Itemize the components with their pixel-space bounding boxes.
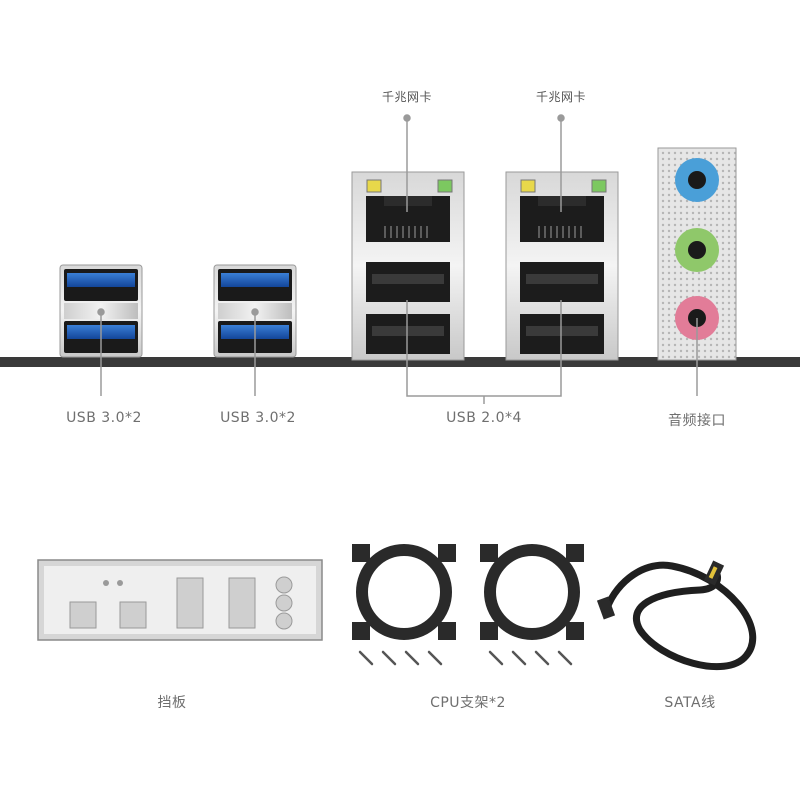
lan-left-label: 千兆网卡 [381, 90, 433, 104]
usb2-port-icon [366, 262, 450, 354]
cpu-bracket-icon [480, 544, 584, 640]
io-shield-label: 挡板 [157, 695, 187, 711]
usb30-a-label: USB 3.0*2 [66, 410, 142, 426]
lan-right-label: 千兆网卡 [535, 90, 587, 104]
sata-cable-icon [596, 560, 756, 671]
board-edge [0, 357, 800, 367]
cpu-bracket-label: CPU支架*2 [430, 695, 506, 711]
usb2-port-icon [520, 262, 604, 354]
sata-label: SATA线 [664, 695, 716, 711]
audio-label: 音频接口 [668, 413, 726, 429]
leader-lines [97, 114, 698, 404]
usb20-label: USB 2.0*4 [446, 410, 522, 426]
screw-icon [358, 650, 573, 666]
audio-jack-icon [657, 147, 737, 361]
usb30-b-label: USB 3.0*2 [220, 410, 296, 426]
cpu-bracket-icon [352, 544, 456, 640]
io-shield-icon [37, 559, 323, 641]
